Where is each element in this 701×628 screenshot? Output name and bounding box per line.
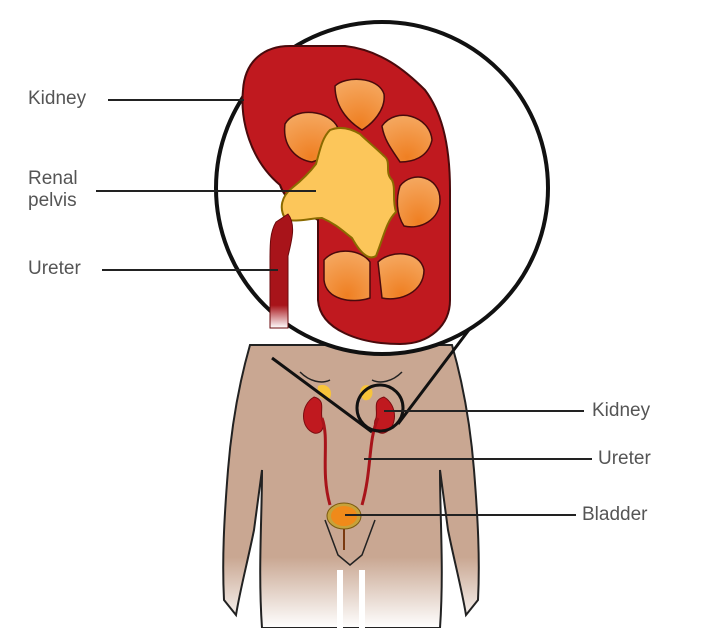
bladder — [326, 502, 362, 550]
magnifier-small-circle — [355, 383, 405, 433]
label-ureter-right: Ureter — [598, 448, 651, 469]
leader-lines — [96, 99, 592, 516]
small-ureters — [320, 417, 380, 506]
ureter-large — [269, 213, 294, 329]
body-silhouette — [222, 344, 480, 628]
label-bladder: Bladder — [582, 504, 648, 525]
label-ureter-left: Ureter — [28, 258, 81, 279]
renal-pyramids — [283, 78, 441, 302]
label-kidney-left: Kidney — [28, 88, 87, 109]
renal-pelvis — [280, 126, 398, 259]
label-kidney-right: Kidney — [592, 400, 651, 421]
label-renal-pelvis: Renal pelvis — [28, 168, 78, 211]
kidney-cross-section — [241, 45, 451, 346]
